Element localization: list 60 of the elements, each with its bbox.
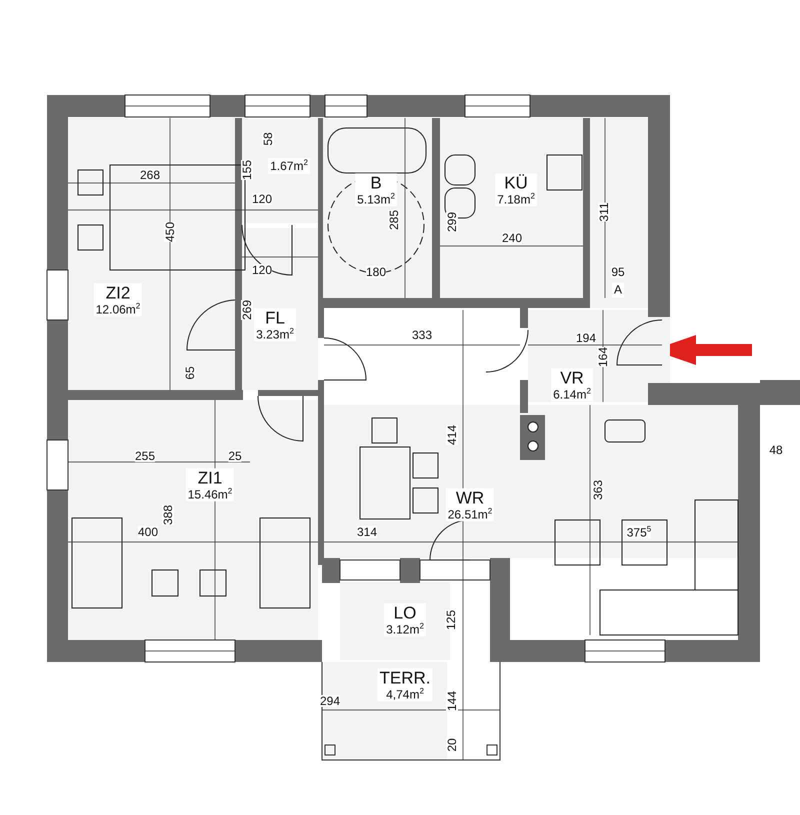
dimension-label: 255: [134, 450, 156, 462]
dimension-label: 311: [598, 202, 610, 222]
room-name: B: [370, 174, 382, 192]
room-label: 1.67m$^{2}$: [270, 159, 308, 173]
dimension-label: 450: [164, 222, 176, 242]
room-area: 3.12m$^{2}$: [386, 622, 424, 636]
room-floor: [68, 400, 318, 640]
dimension-label: 95: [611, 266, 625, 278]
dimension-label: 388: [162, 504, 174, 526]
room-name: WR: [456, 489, 484, 508]
dimension-label: 363: [592, 480, 604, 500]
room-area: 3.23m$^{2}$: [256, 327, 294, 341]
room-area: 7.18m$^{2}$: [497, 192, 535, 206]
room-floor: [590, 118, 648, 308]
dimension-label: 58: [262, 132, 274, 146]
dimension-label: 314: [356, 526, 378, 538]
room-name: TERR.: [380, 669, 430, 688]
dimension-label: 155: [241, 160, 253, 180]
dimension-label: 25: [228, 450, 242, 462]
room-floor: [324, 405, 738, 558]
dimension-label: 164: [597, 346, 609, 368]
room-floor: [68, 118, 235, 390]
room-label: A: [614, 284, 622, 296]
dimension-label: 285: [388, 210, 400, 230]
dimension-label: 333: [412, 329, 432, 341]
room-floor: [322, 662, 447, 760]
room-floor: [528, 310, 670, 402]
dimension-label: 400: [138, 526, 158, 538]
dimension-label: 120: [252, 264, 272, 276]
dimension-label: 375$^{5}$: [626, 526, 652, 538]
dimension-label: 240: [502, 232, 522, 244]
room-area: 12.06m$^{2}$: [96, 302, 140, 316]
dimension-label: 194: [576, 332, 596, 344]
room-floor: [440, 118, 583, 298]
room-area: 26.51m$^{2}$: [448, 507, 492, 521]
room-name: LO: [394, 604, 416, 622]
room-name: ZI1: [198, 469, 222, 488]
room-floor: [323, 118, 432, 298]
room-name: ZI2: [106, 284, 130, 302]
dimension-label: 299: [446, 212, 458, 232]
room-name: FL: [265, 309, 285, 328]
dimension-label: 268: [140, 169, 160, 181]
room-area: 4,74m$^{2}$: [386, 687, 424, 701]
dimension-label: 294: [320, 695, 340, 707]
dimension-label: 20: [446, 738, 458, 752]
dimension-label: 144: [446, 690, 458, 712]
dimension-label: 48: [769, 444, 783, 456]
room-name: VR: [560, 369, 584, 388]
room-area: 15.46m$^{2}$: [188, 487, 232, 501]
dimension-label: 125: [445, 610, 457, 630]
dimension-label: 120: [252, 193, 272, 205]
room-floor: [242, 118, 318, 223]
dimension-label: 65: [184, 366, 196, 380]
dimension-label: 269: [241, 300, 253, 320]
room-area: 6.14m$^{2}$: [553, 387, 591, 401]
dimension-label: 180: [366, 266, 386, 278]
room-name: KÜ: [504, 174, 528, 192]
room-floor: [242, 228, 318, 390]
dimension-label: 414: [446, 424, 458, 446]
room-area: 5.13m$^{2}$: [357, 192, 395, 206]
